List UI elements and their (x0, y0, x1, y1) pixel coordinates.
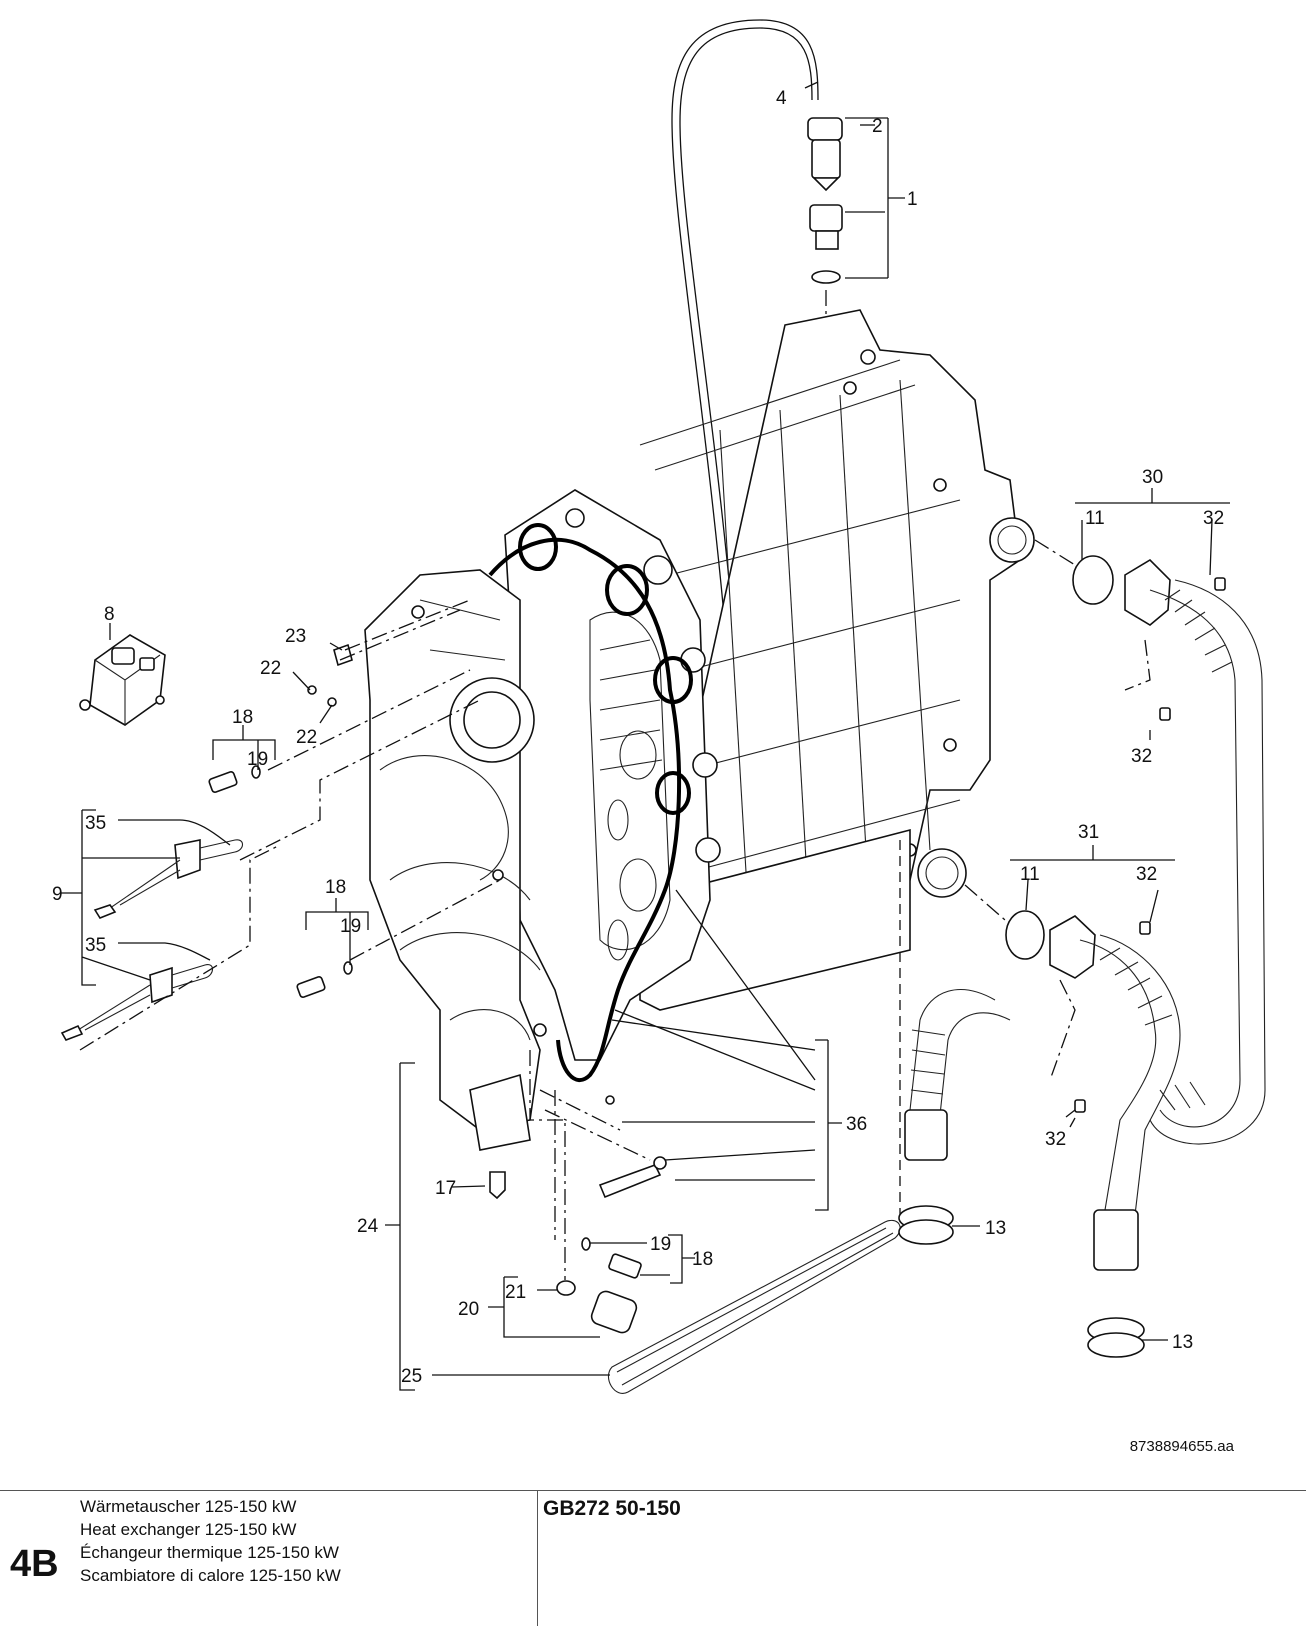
callout-24: 24 (357, 1216, 379, 1237)
callout-9: 9 (52, 884, 63, 905)
callout-30: 30 (1142, 467, 1163, 488)
callout-22a: 22 (260, 658, 281, 679)
flange-gasket (488, 537, 682, 1083)
long-bolt (598, 1164, 662, 1199)
title-it: Scambiatore di calore 125-150 kW (80, 1566, 341, 1585)
upper-connection-pipe (989, 517, 1266, 1145)
callout-18c: 18 (692, 1249, 713, 1270)
callout-35b: 35 (85, 935, 106, 956)
callout-35a: 35 (85, 813, 106, 834)
callout-4: 4 (776, 88, 787, 109)
sensor-cable (671, 19, 819, 921)
callout-1: 1 (907, 189, 918, 210)
callout-8: 8 (104, 604, 115, 625)
callout-25: 25 (401, 1366, 422, 1387)
callout-17: 17 (435, 1178, 456, 1199)
callout-32d: 32 (1045, 1129, 1066, 1150)
condensate-tray-gasket (607, 1220, 901, 1394)
ignition-electrodes (60, 839, 244, 1041)
flow-temperature-sensor (208, 765, 261, 793)
callout-11b: 11 (1020, 864, 1040, 885)
exploded-parts-drawing: 4 2 1 8 23 22 22 18 19 35 9 35 18 19 30 … (52, 19, 1266, 1394)
title-en: Heat exchanger 125-150 kW (80, 1520, 297, 1539)
ignition-transformer (79, 634, 166, 726)
drawing-code: 8738894655.aa (1129, 1438, 1234, 1455)
title-de: Wärmetauscher 125-150 kW (80, 1497, 297, 1516)
bottom-temperature-sensor (581, 1237, 642, 1279)
callout-18b: 18 (325, 877, 346, 898)
callout-32a: 32 (1203, 508, 1224, 529)
callout-19c: 19 (650, 1234, 671, 1255)
return-temperature-sensor (296, 961, 353, 998)
heat-exchanger-block (364, 309, 1021, 1151)
callout-19a: 19 (247, 749, 268, 770)
callout-21: 21 (505, 1282, 526, 1303)
callout-11a: 11 (1085, 508, 1105, 529)
section-titles: Wärmetauscher 125-150 kW Heat exchanger … (80, 1495, 341, 1587)
lower-connection-pipe (898, 848, 1181, 1358)
callout-13a: 13 (985, 1218, 1006, 1239)
pressure-sensor (556, 1280, 638, 1334)
callout-13b: 13 (1172, 1332, 1193, 1353)
vent-valve-assembly (807, 117, 843, 284)
callout-31: 31 (1078, 822, 1099, 843)
title-block: 4B Wärmetauscher 125-150 kW Heat exchang… (0, 1490, 1306, 1626)
callout-18a: 18 (232, 707, 253, 728)
callout-32b: 32 (1131, 746, 1152, 767)
callout-23: 23 (285, 626, 306, 647)
small-bolts (307, 643, 353, 707)
title-block-divider (537, 1491, 538, 1626)
callout-2: 2 (872, 116, 883, 137)
callout-32c: 32 (1136, 864, 1157, 885)
callout-20: 20 (458, 1299, 479, 1320)
section-code: 4B (10, 1543, 59, 1585)
model-name: GB272 50-150 (543, 1497, 681, 1520)
retaining-clip (489, 1171, 506, 1200)
callout-19b: 19 (340, 916, 361, 937)
callout-36: 36 (846, 1114, 867, 1135)
callout-22b: 22 (296, 727, 317, 748)
title-fr: Échangeur thermique 125-150 kW (80, 1543, 339, 1562)
